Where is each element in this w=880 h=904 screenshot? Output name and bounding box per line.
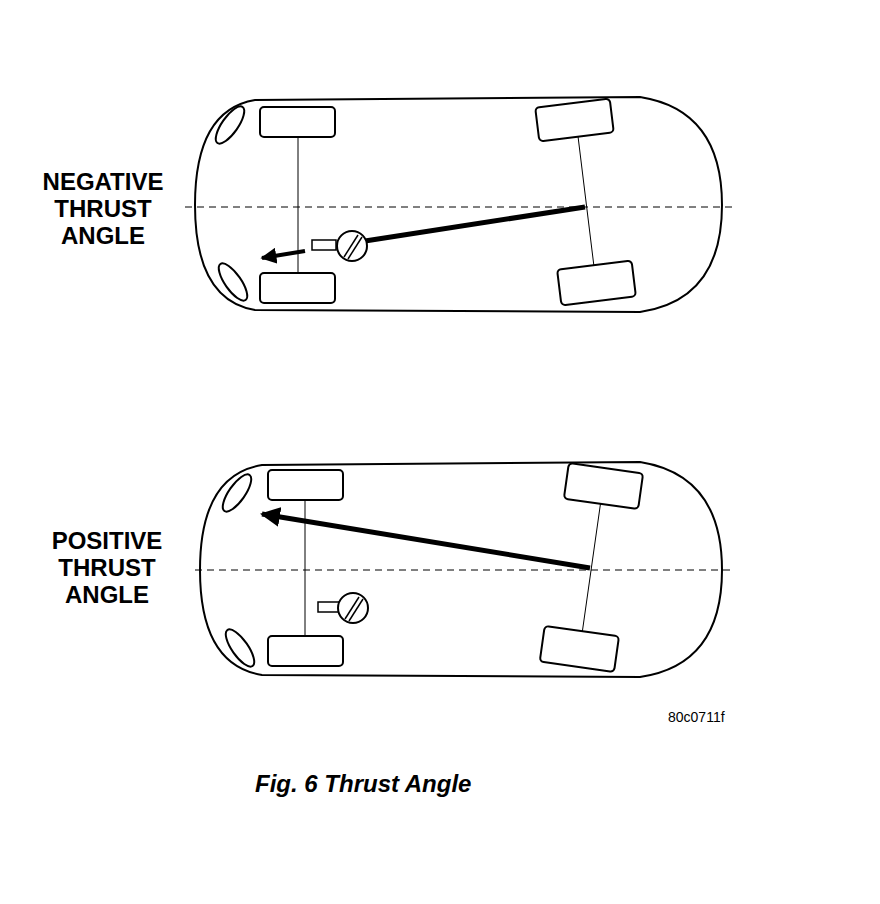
- figure-caption: Fig. 6 Thrust Angle: [255, 770, 471, 798]
- car-positive: [195, 462, 730, 677]
- figure-code: 80c0711f: [668, 709, 725, 725]
- thrust-label: NEGATIVE THRUST ANGLE: [28, 168, 178, 249]
- car-negative: [185, 97, 735, 312]
- thrust-label: POSITIVE THRUST ANGLE: [32, 527, 182, 608]
